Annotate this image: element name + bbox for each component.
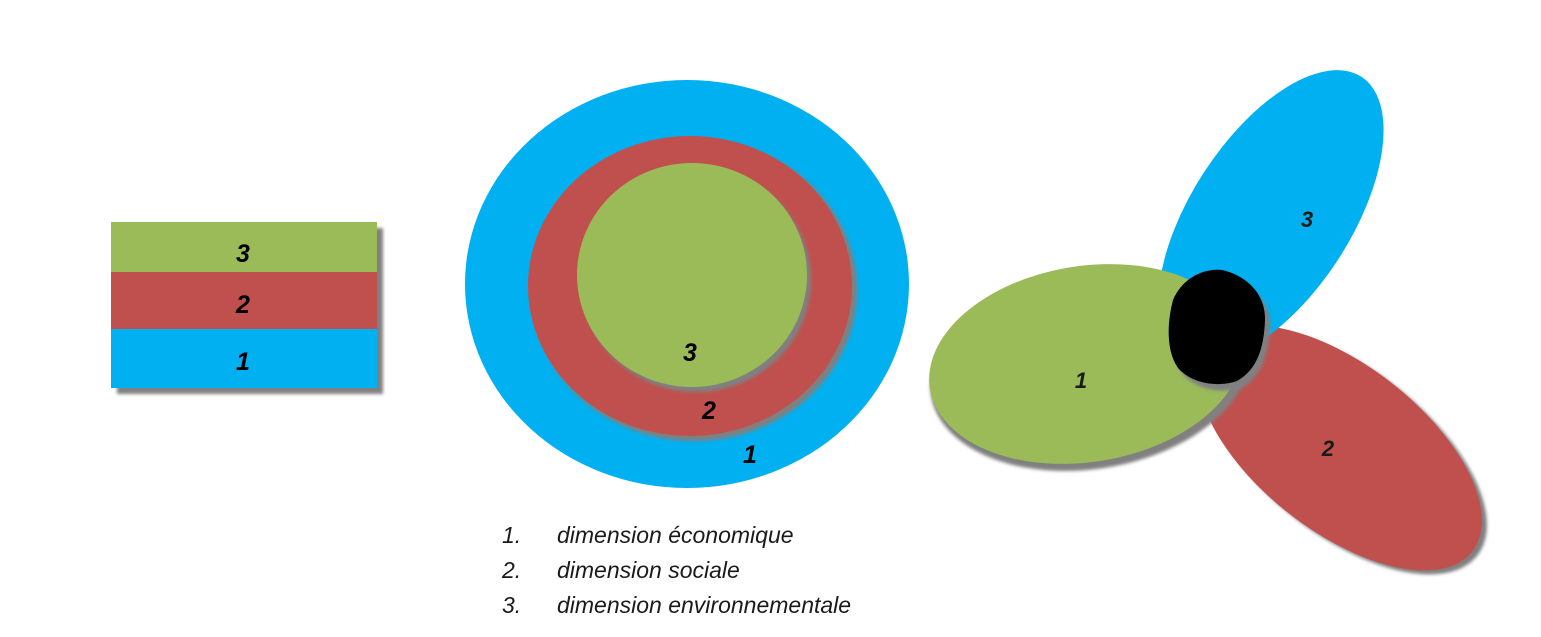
nested-model: 3 2 1 [465,80,909,488]
legend-number: 2. [502,557,522,583]
legend-text: dimension environnementale [557,592,852,618]
stacked-layer-social [111,272,377,329]
stacked-label-2: 2 [235,291,250,319]
red-ellipse-social [1198,325,1482,571]
nested-label-1: 1 [743,441,757,469]
legend-item-social: 2. dimension sociale [502,553,851,588]
overlapping-model: 1 3 2 [929,70,1487,575]
stacked-layer-environmental [111,222,377,272]
legend-text: dimension sociale [557,557,740,583]
nested-inner-environmental [577,163,807,387]
stacked-label-3: 3 [236,240,250,268]
overlap-label-3: 3 [1301,207,1313,232]
legend-number: 1. [502,522,522,548]
stacked-model: 3 2 1 [111,222,383,394]
stacked-label-1: 1 [236,348,250,376]
core-sustainable-intersection [1168,269,1266,385]
overlap-label-2: 2 [1321,436,1335,461]
green-ellipse-environmental [929,264,1243,464]
legend-number: 3. [502,592,522,618]
legend-text: dimension économique [557,522,794,548]
legend-item-environmental: 3. dimension environnementale [502,588,851,623]
stacked-layer-economic [111,329,377,388]
legend-item-economic: 1. dimension économique [502,518,851,553]
overlap-label-1: 1 [1075,368,1087,393]
nested-label-2: 2 [701,397,716,425]
nested-label-3: 3 [683,339,697,367]
legend: 1. dimension économique 2. dimension socia… [502,518,851,623]
